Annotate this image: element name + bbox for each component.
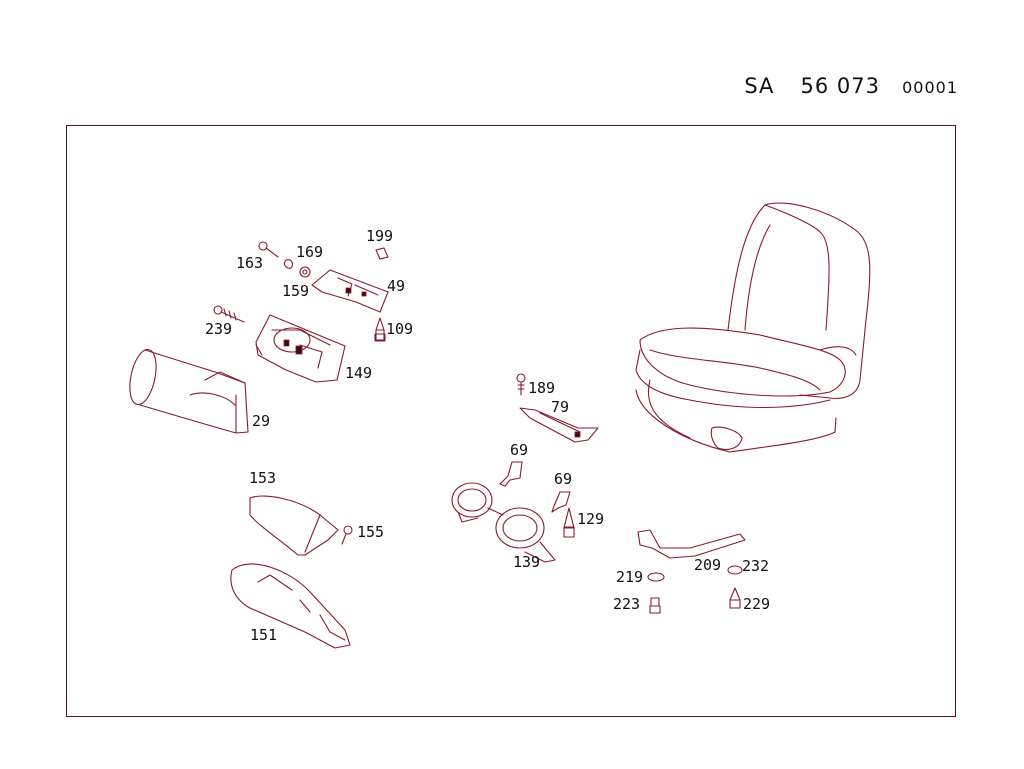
callout-109: 109 (386, 320, 414, 338)
callout-209: 209 (694, 556, 722, 574)
drawing-number: SA 56 073 00001 (744, 74, 958, 98)
part-149-illustration (255, 314, 346, 383)
diagram-frame (66, 125, 956, 717)
callout-29: 29 (252, 412, 271, 430)
callout-229: 229 (743, 595, 771, 613)
callout-155: 155 (357, 523, 385, 541)
part-139-illustration (451, 482, 556, 563)
callout-69-a: 69 (510, 441, 529, 459)
callout-159: 159 (282, 282, 310, 300)
drawing-prefix: SA (744, 74, 775, 98)
callout-223: 223 (613, 595, 641, 613)
part-79-illustration (519, 407, 599, 443)
callout-151: 151 (250, 626, 278, 644)
callout-232: 232 (742, 557, 770, 575)
callout-163: 163 (236, 254, 264, 272)
callout-199: 199 (366, 227, 394, 245)
seat-illustration (635, 202, 871, 453)
part-151-illustration (230, 563, 351, 649)
part-69-b-illustration (551, 491, 571, 513)
callout-153: 153 (249, 469, 277, 487)
drawing-sheet-number: 00001 (902, 78, 958, 97)
callout-129: 129 (577, 510, 605, 528)
callout-149: 149 (345, 364, 373, 382)
part-209-illustration (637, 529, 746, 559)
part-129-illustration (563, 507, 575, 538)
part-232-illustration (727, 565, 743, 575)
callout-79: 79 (551, 398, 570, 416)
part-219-illustration (647, 572, 665, 582)
part-69-a-illustration (499, 461, 523, 487)
part-49-illustration (311, 269, 389, 313)
part-199-illustration (375, 247, 389, 260)
callout-49: 49 (387, 277, 406, 295)
callout-219: 219 (616, 568, 644, 586)
part-153-illustration (249, 495, 339, 556)
part-29-illustration (129, 348, 249, 434)
callout-169: 169 (296, 243, 324, 261)
part-109-illustration (374, 317, 386, 342)
part-155-illustration (341, 525, 353, 545)
part-229-illustration (729, 587, 741, 609)
part-189-illustration (516, 373, 526, 396)
callout-239: 239 (205, 320, 233, 338)
parts-163-169-159-illustration (258, 241, 311, 278)
callout-139: 139 (513, 553, 541, 571)
part-223-illustration (649, 597, 661, 614)
callout-69-b: 69 (554, 470, 573, 488)
drawing-group-number: 56 073 (800, 74, 880, 98)
callout-189: 189 (528, 379, 556, 397)
part-239-illustration (213, 305, 245, 323)
